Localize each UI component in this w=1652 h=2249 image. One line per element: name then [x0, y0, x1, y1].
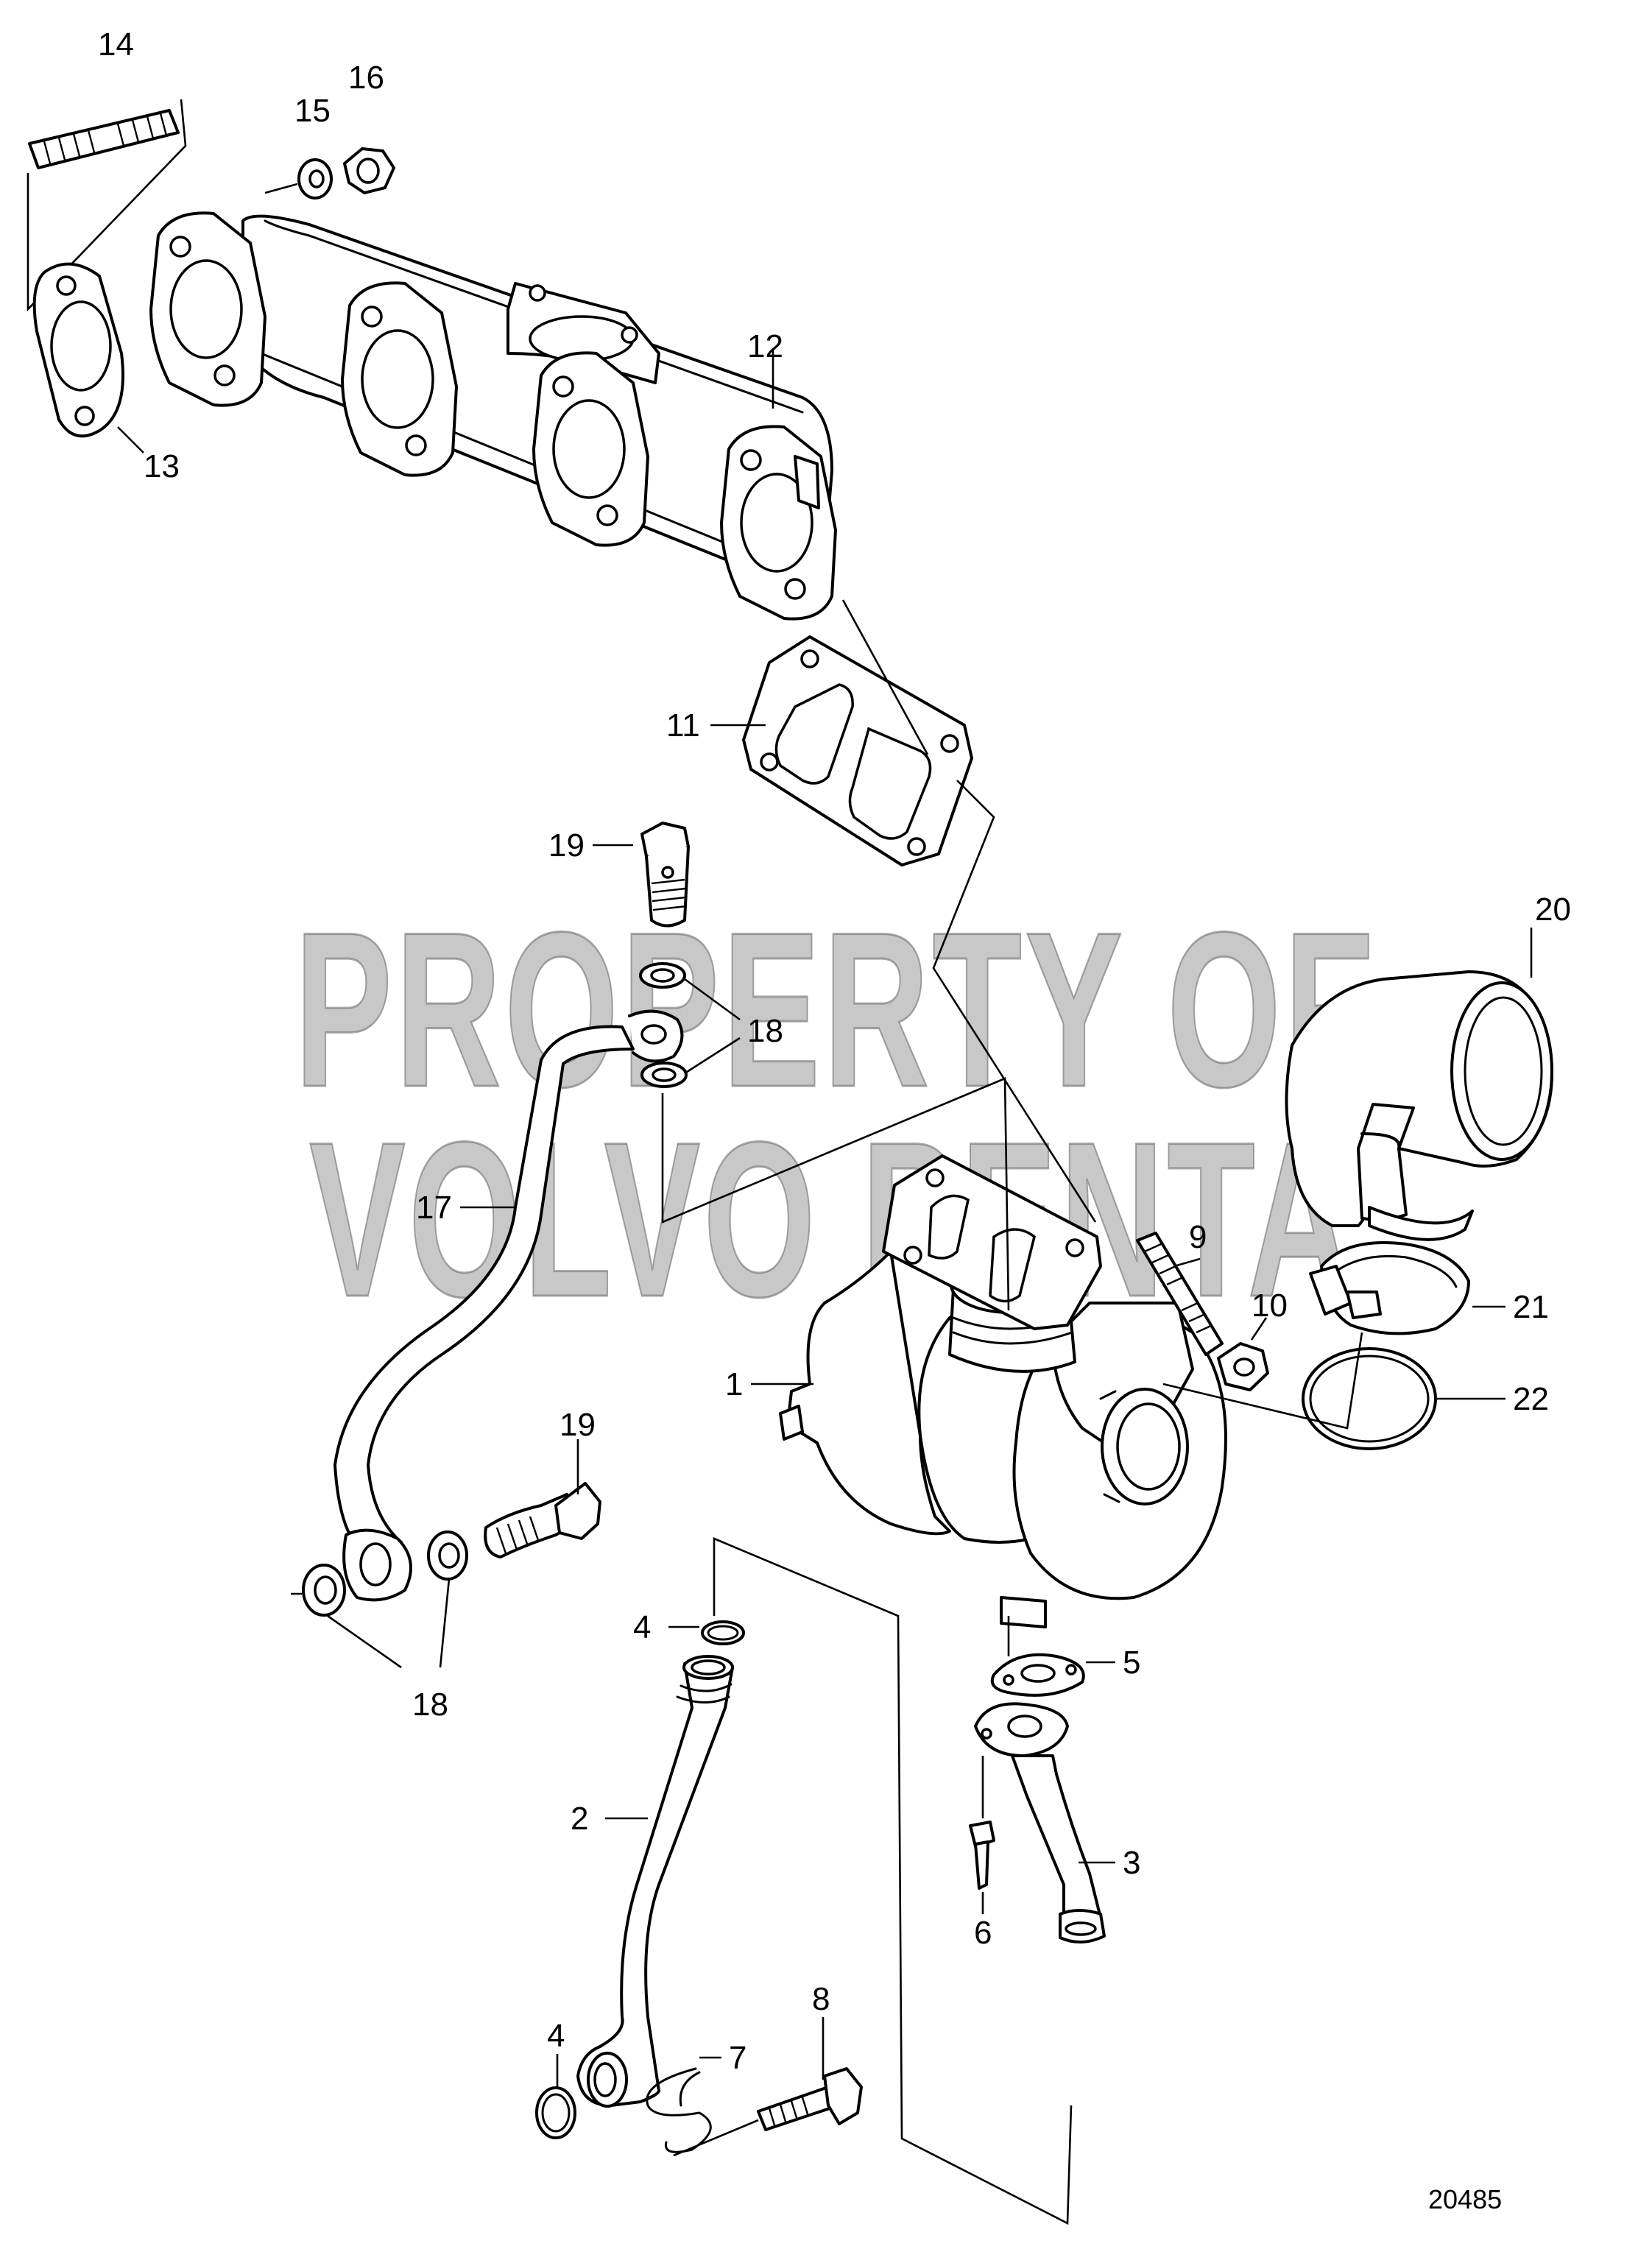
part-15-washer [297, 158, 333, 200]
part-6-screw [969, 1756, 995, 1914]
callout-19-upper: 19 [548, 827, 585, 864]
watermark-line-1: PROPERTY OF [294, 886, 1377, 1133]
callout-21: 21 [1513, 1289, 1549, 1325]
callout-6: 6 [974, 1915, 992, 1951]
callout-8: 8 [812, 1981, 830, 2017]
callout-12: 12 [747, 328, 783, 364]
callout-15: 15 [294, 93, 331, 129]
part-12-exhaust-manifold [149, 211, 837, 621]
callout-13: 13 [144, 448, 180, 484]
part-19-banjo-bolt-lower [484, 1439, 601, 1558]
part-21-hose-clamp [1309, 1241, 1505, 1335]
part-4-o-ring-upper [668, 1620, 745, 1645]
callout-10: 10 [1252, 1288, 1288, 1324]
callout-7: 7 [729, 2040, 746, 2076]
callout-16: 16 [348, 60, 384, 96]
part-1-turbocharger [661, 1077, 1227, 1656]
part-10-nut [1217, 1317, 1269, 1391]
part-14-stud [27, 99, 187, 312]
part-8-bolt [673, 2017, 863, 2157]
part-9-stud [1136, 1232, 1224, 1356]
callout-19-lower: 19 [560, 1407, 596, 1443]
part-16-nut [264, 147, 395, 194]
callout-3: 3 [1123, 1845, 1140, 1881]
drawing-number: 20485 [1428, 2184, 1502, 2214]
part-18-sealing-washers-lower [291, 1530, 468, 1669]
callout-18-lower: 18 [412, 1687, 448, 1723]
part-17-oil-pipe [333, 1009, 684, 1602]
part-7-clip [646, 2056, 721, 2153]
callout-11: 11 [666, 707, 700, 744]
callout-4-lower: 4 [547, 2018, 565, 2054]
part-13-gasket [32, 262, 144, 453]
callout-4-upper: 4 [633, 1609, 651, 1645]
callout-14: 14 [98, 27, 134, 63]
callout-18-upper: 18 [747, 1013, 783, 1049]
callout-22: 22 [1513, 1381, 1549, 1417]
part-18-sealing-washers-upper [639, 962, 741, 1088]
callout-17: 17 [416, 1190, 452, 1226]
callout-20: 20 [1535, 892, 1571, 928]
callout-9: 9 [1189, 1219, 1207, 1255]
watermark: PROPERTY OF VOLVO PENTA [294, 885, 1377, 1344]
part-19-banjo-bolt-upper [593, 822, 690, 928]
part-20-exhaust-elbow [1285, 928, 1553, 1241]
callout-1: 1 [725, 1366, 743, 1402]
callout-5: 5 [1123, 1645, 1140, 1681]
part-4-o-ring-lower [535, 2054, 576, 2139]
part-22-o-ring [1162, 1332, 1505, 1450]
callout-labels: 14 15 16 12 13 11 19 18 17 20 9 10 21 1 … [98, 27, 1571, 2076]
part-11-turbo-gasket [710, 599, 1097, 1223]
part-5-drain-gasket [990, 1653, 1115, 1697]
callout-2: 2 [571, 1801, 588, 1837]
part-2-oil-return-pipe [576, 1537, 1073, 2225]
part-3-oil-drain-pipe [974, 1702, 1115, 1944]
